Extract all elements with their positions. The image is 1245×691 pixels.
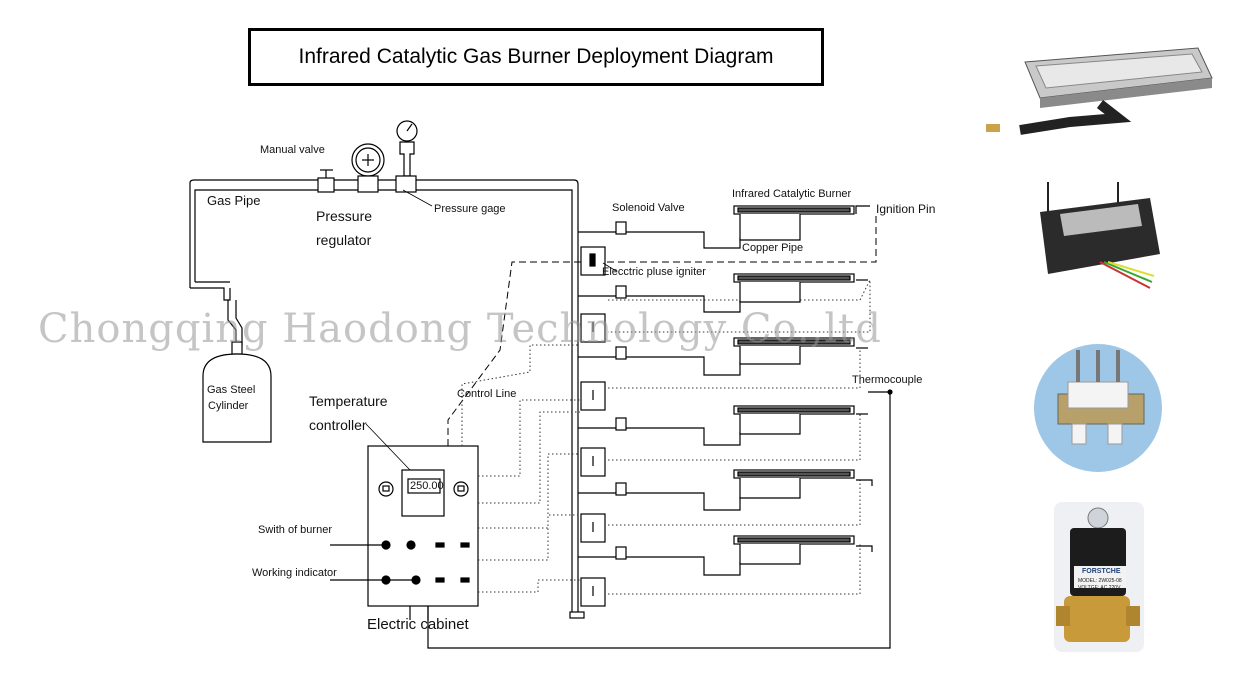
manual-valve-label: Manual valve [260,144,325,156]
pressure-regulator [351,143,385,193]
manual-valve [317,169,335,193]
watermark: Chongqing Haodong Technology Co.,ltd [38,306,882,352]
electric-pulse-igniter-label: Elecctric pluse igniter [602,266,706,278]
infrared-burner-photo [986,47,1213,135]
pressure-label: Pressure [316,208,373,224]
solenoid-valve-label: Solenoid Valve [612,202,685,214]
regulator-label: regulator [316,232,372,248]
dotted-control-lines [461,279,871,595]
igniter-boxes [569,246,606,619]
pressure-gage [395,120,418,193]
thermocouple-line [427,389,893,649]
dashed-control-line [447,214,877,446]
working-indicator-label: Working indicator [252,567,337,579]
solenoid-brand-label: FORSTCHE [1082,568,1121,575]
pulse-igniter-photo [1040,182,1160,289]
solenoid-valves [615,221,627,560]
copper-pipe-label: Copper Pipe [742,242,804,254]
temperature-label: Temperature [309,393,388,409]
controller-display: 250.00 [410,480,444,492]
ignition-pin-label: Ignition Pin [876,202,936,216]
infrared-catalytic-burner-label: Infrared Catalytic Burner [732,188,852,200]
switch-of-burner-label: Swith of burner [258,524,332,536]
gas-steel-label: Gas Steel [207,384,256,396]
ignition-pins [855,205,873,552]
ignition-electrode-photo [1034,344,1162,472]
solenoid-voltage-label: VOLTGE: AC 220V [1078,585,1121,591]
controller-label: controller [309,417,367,433]
diagram-title: Infrared Catalytic Gas Burner Deployment… [248,28,824,86]
cylinder-label: Cylinder [208,400,249,412]
gas-pipe [189,179,579,612]
pressure-gage-label: Pressure gage [434,203,506,215]
burners [733,205,855,565]
control-line-label: Control Line [457,388,517,400]
solenoid-model-label: MODEL: 2W025-08 [1078,578,1122,584]
gas-pipe-label: Gas Pipe [207,193,261,208]
thermocouple-label: Thermocouple [852,374,923,386]
electric-cabinet-label: Electric cabinet [367,616,469,633]
solenoid-valve-photo [1054,502,1144,652]
pointer-lines [365,189,617,471]
electric-cabinet [330,445,479,620]
gas-branches [578,231,741,576]
gas-cylinder [202,341,272,443]
